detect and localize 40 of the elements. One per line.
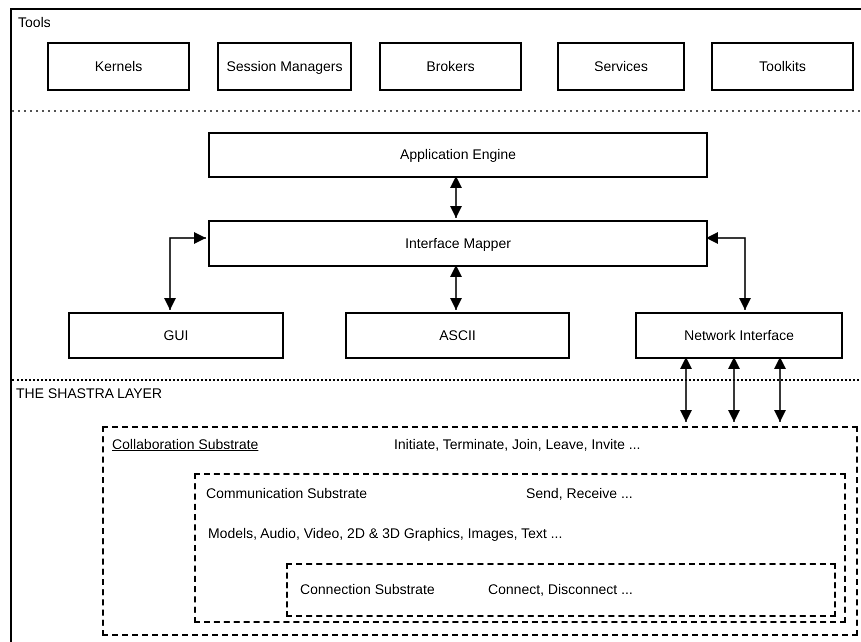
arrow [728,357,740,422]
process-box [217,42,352,91]
box-label: Services [594,58,648,74]
box-label: Brokers [426,58,475,74]
tools-frame [10,8,861,642]
arrow [706,232,751,310]
box-label: Kernels [94,58,142,74]
substrate-title: Connection Substrate [300,581,435,597]
box-label: Session Managers [226,58,342,74]
process-box [47,42,190,91]
arrow [680,357,692,422]
substrate-box [102,426,858,636]
operation-list: Connect, Disconnect ... [488,581,633,597]
substrate-title: Communication Substrate [206,485,368,501]
operation-list: Models, Audio, Video, 2D & 3D Graphics, Images, Text ... [208,525,562,541]
process-box [208,220,708,267]
arrow [774,357,786,422]
frame-heading: Tools [18,14,51,30]
box-label: GUI [164,326,188,343]
process-box [379,42,522,91]
layer-heading: THE SHASTRA LAYER [16,385,162,401]
box-label: Toolkits [759,58,806,74]
box-label: ASCII [439,326,476,343]
process-box [635,312,843,359]
box-label: Interface Mapper [405,234,511,251]
operation-list: Initiate, Terminate, Join, Leave, Invite ... [394,436,640,452]
process-box [345,312,570,359]
substrate-title: Collaboration Substrate [112,436,258,452]
arrow [164,232,206,310]
substrate-box [286,563,836,617]
process-box [68,312,284,359]
process-box [711,42,854,91]
box-label: Application Engine [400,146,516,162]
arrow [450,176,462,218]
operation-list: Send, Receive ... [526,485,633,501]
process-box [208,132,708,178]
substrate-box [194,473,846,623]
arrow [450,265,462,310]
box-label: Network Interface [684,326,794,343]
process-box [557,42,685,91]
